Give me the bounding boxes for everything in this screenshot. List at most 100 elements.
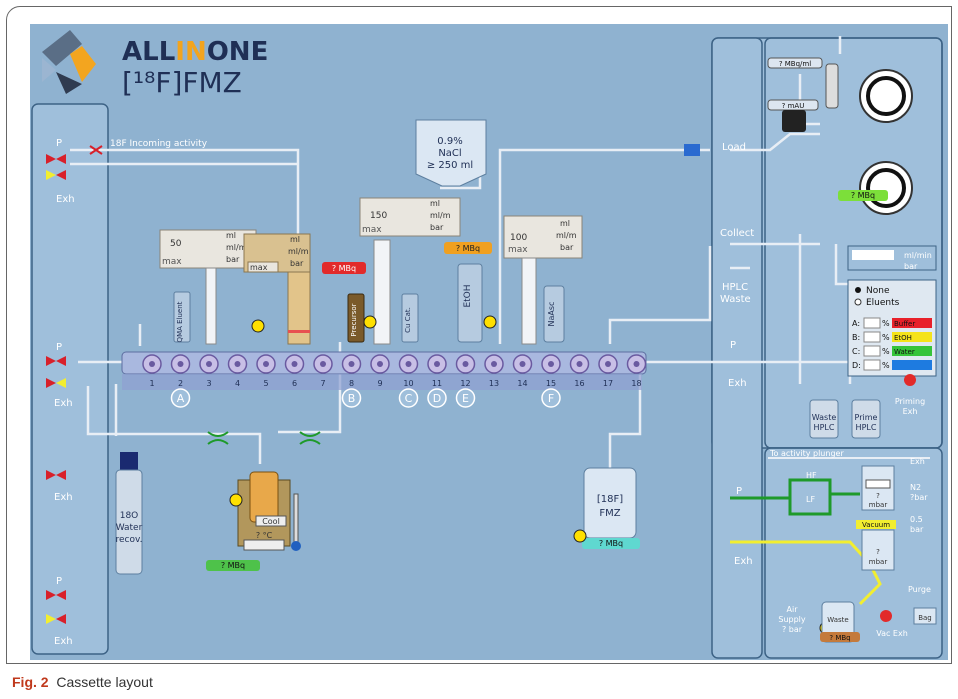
svg-text:bar: bar xyxy=(430,223,444,232)
svg-text:Cu Cat.: Cu Cat. xyxy=(404,307,412,333)
figure-caption: Fig. 2 Cassette layout xyxy=(12,674,153,690)
cassette-panel: ALLINONE [¹⁸F]FMZ 18F Incoming activity … xyxy=(30,24,948,660)
svg-text:None: None xyxy=(866,286,890,296)
valve-number: 8 xyxy=(349,379,354,388)
syringe-50[interactable]: 50 max ml ml/m bar xyxy=(159,229,257,345)
valve-hub xyxy=(206,361,212,367)
svg-text:Water: Water xyxy=(116,523,143,533)
position-letter-circle xyxy=(341,388,362,408)
position-letter-circle xyxy=(427,388,447,408)
svg-text:HPLC: HPLC xyxy=(856,423,877,432)
svg-text:ml/m: ml/m xyxy=(288,247,309,256)
position-letter-circle xyxy=(455,388,476,408)
eluent-pct: % xyxy=(882,347,890,356)
svg-text:P: P xyxy=(56,342,62,353)
valve-number: 16 xyxy=(574,379,584,388)
position-letter: D xyxy=(433,392,441,405)
svg-text:?bar: ?bar xyxy=(910,493,928,502)
hplc-bottles: Waste HPLC Prime HPLC Priming Exh xyxy=(809,374,925,439)
eluent-input[interactable] xyxy=(863,359,881,371)
svg-text:? mAU: ? mAU xyxy=(782,102,805,110)
eluent-name: Buffer xyxy=(894,320,915,328)
svg-text:P: P xyxy=(56,138,62,149)
svg-text:ml/min: ml/min xyxy=(904,251,932,260)
svg-text:100: 100 xyxy=(510,233,527,243)
manifold-valves[interactable] xyxy=(142,354,647,374)
svg-text:Exh: Exh xyxy=(54,492,73,503)
svg-text:EtOH: EtOH xyxy=(463,284,473,307)
svg-text:? MBq: ? MBq xyxy=(332,264,356,273)
svg-text:? MBq/ml: ? MBq/ml xyxy=(779,60,811,68)
svg-text:P: P xyxy=(56,576,62,587)
eluent-name: Water xyxy=(894,348,915,356)
syringe-100[interactable]: 100 max ml ml/m bar xyxy=(503,215,583,345)
syringe-150[interactable]: 150 max ml ml/m bar xyxy=(359,197,461,345)
svg-text:bar: bar xyxy=(226,255,240,264)
valve-number: 4 xyxy=(235,379,240,388)
valve-hub xyxy=(462,361,469,367)
eluent-name: EtOH xyxy=(894,334,912,342)
eluent-pct: % xyxy=(882,319,890,328)
eluent-input[interactable] xyxy=(863,317,881,329)
hplc-valves[interactable] xyxy=(825,63,913,215)
valve-number: 11 xyxy=(432,379,442,388)
svg-text:NaCl: NaCl xyxy=(438,148,461,159)
svg-text:? MBq: ? MBq xyxy=(829,634,850,642)
caption-text: Cassette layout xyxy=(56,674,153,690)
hplc-mbq-badge: ? MBq xyxy=(838,190,888,201)
svg-text:[18F]: [18F] xyxy=(597,494,623,505)
left-valves: P Exh P Exh Exh P Exh xyxy=(46,138,75,647)
svg-text:? MBq: ? MBq xyxy=(456,244,480,253)
svg-text:bar: bar xyxy=(560,243,574,252)
svg-text:0.9%: 0.9% xyxy=(437,136,462,147)
right-column xyxy=(711,37,763,659)
svg-text:ml/m: ml/m xyxy=(226,243,247,252)
svg-text:Vac Exh: Vac Exh xyxy=(876,629,908,638)
svg-text:Eluents: Eluents xyxy=(866,298,900,308)
svg-text:Priming: Priming xyxy=(895,397,925,406)
eluent-id: D: xyxy=(852,361,861,370)
valve-hub xyxy=(405,361,412,367)
svg-text:P: P xyxy=(736,486,742,497)
svg-text:bar: bar xyxy=(290,259,304,268)
valve-hub xyxy=(377,361,383,367)
svg-text:HF: HF xyxy=(806,471,817,480)
svg-text:Collect: Collect xyxy=(720,228,754,239)
valve-hub xyxy=(491,361,497,367)
vial-precursor: Precursor xyxy=(347,293,365,343)
eluent-input[interactable] xyxy=(863,331,881,343)
valve-hub xyxy=(519,361,526,367)
eluent-id: A: xyxy=(852,319,860,328)
svg-text:ml/m: ml/m xyxy=(556,231,577,240)
svg-text:LF: LF xyxy=(806,495,815,504)
svg-text:ml: ml xyxy=(226,231,236,240)
position-letter-circle xyxy=(398,388,419,408)
valve-number: 17 xyxy=(603,379,613,388)
svg-text:P: P xyxy=(730,340,736,351)
eluent-swatch xyxy=(892,332,932,342)
svg-text:recov.: recov. xyxy=(116,535,143,545)
svg-text:?: ? xyxy=(876,492,880,500)
uv-detector: ? mAU xyxy=(767,99,819,132)
valve-hub xyxy=(291,361,298,367)
valve-hub xyxy=(576,361,583,367)
eluent-input[interactable] xyxy=(863,345,881,357)
brand-all: ALL xyxy=(122,37,175,67)
svg-text:ALLINONE: ALLINONE xyxy=(122,37,268,67)
logo xyxy=(42,30,96,94)
eluent-pct: % xyxy=(882,361,890,370)
svg-text:150: 150 xyxy=(370,211,387,221)
svg-text:NaAsc: NaAsc xyxy=(547,302,556,327)
svg-text:max: max xyxy=(362,225,382,235)
valve-number: 13 xyxy=(489,379,499,388)
svg-text:? MBq: ? MBq xyxy=(221,561,245,570)
svg-text:? MBq: ? MBq xyxy=(851,191,875,200)
vial-etoh: EtOH xyxy=(457,263,483,343)
syringe-gold[interactable]: max ml ml/m bar xyxy=(243,233,311,345)
product-title: [¹⁸F]FMZ xyxy=(122,66,242,99)
svg-text:max: max xyxy=(508,245,528,255)
valve-hub xyxy=(434,361,440,367)
